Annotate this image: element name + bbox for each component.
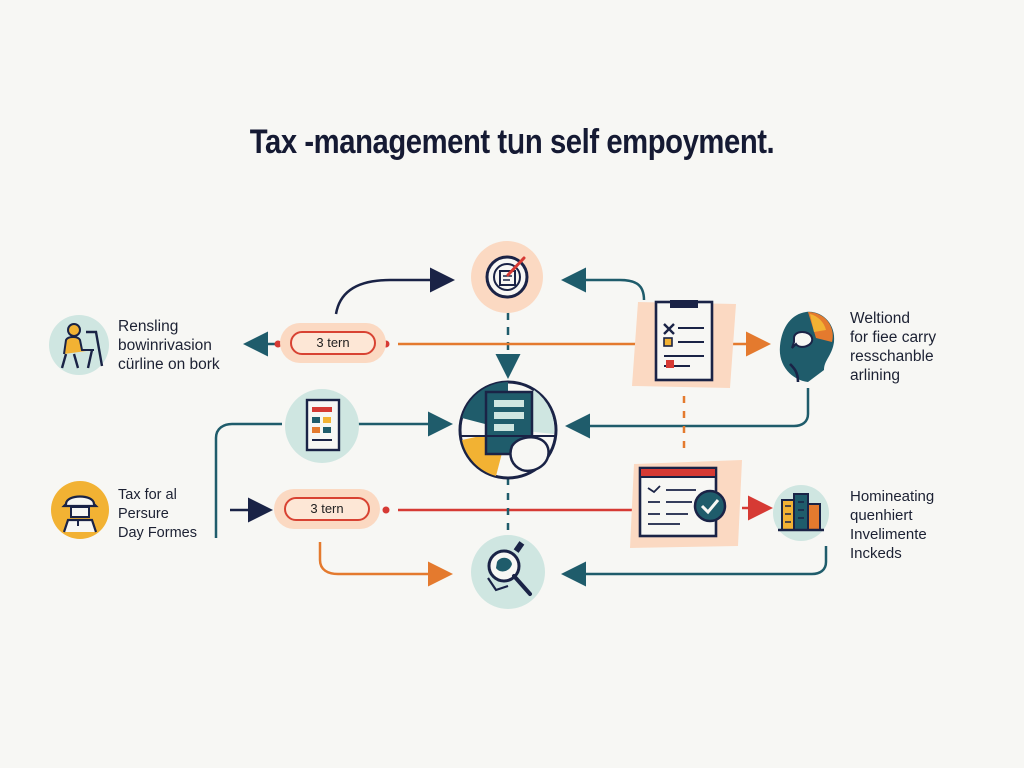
clipboard-checklist-icon — [632, 300, 736, 388]
central-hub-document-icon — [458, 380, 558, 480]
arrow-clipboard-to-top — [561, 267, 646, 301]
magnifier-search-icon — [471, 535, 545, 609]
worker-at-desk-icon — [49, 315, 109, 375]
line-left-frame — [214, 422, 282, 538]
pill-step-top-label: 3 tern — [290, 331, 376, 355]
small-document-icon — [285, 389, 359, 463]
left-bottom-label: Tax for al Persure Day Formes — [118, 487, 197, 541]
arrow-head-to-center — [565, 388, 810, 439]
profile-head-icon — [779, 311, 835, 383]
left-top-label: Rensling bowinrivasion cürline on bork — [118, 318, 220, 373]
arrow-to-top-center — [334, 267, 455, 315]
pill-step-bottom[interactable]: 3 tern — [274, 489, 380, 529]
buildings-chart-icon — [773, 485, 829, 541]
browser-checkmark-icon — [630, 460, 742, 548]
right-bottom-label: Homineating quenhiert Invelimente Incked… — [850, 488, 935, 562]
hard-hat-worker-icon — [51, 481, 109, 539]
page-title: Tax -management tսn self empoyment. — [249, 123, 775, 161]
pill-step-top[interactable]: 3 tern — [280, 323, 386, 363]
pill-step-bottom-label: 3 tern — [284, 497, 370, 521]
arrow-buildings-to-search — [561, 546, 828, 587]
target-document-icon — [471, 241, 543, 313]
right-top-label: Weltiond for fiee carry resschanble arli… — [850, 310, 937, 384]
arrow-pill-to-search — [318, 542, 453, 587]
